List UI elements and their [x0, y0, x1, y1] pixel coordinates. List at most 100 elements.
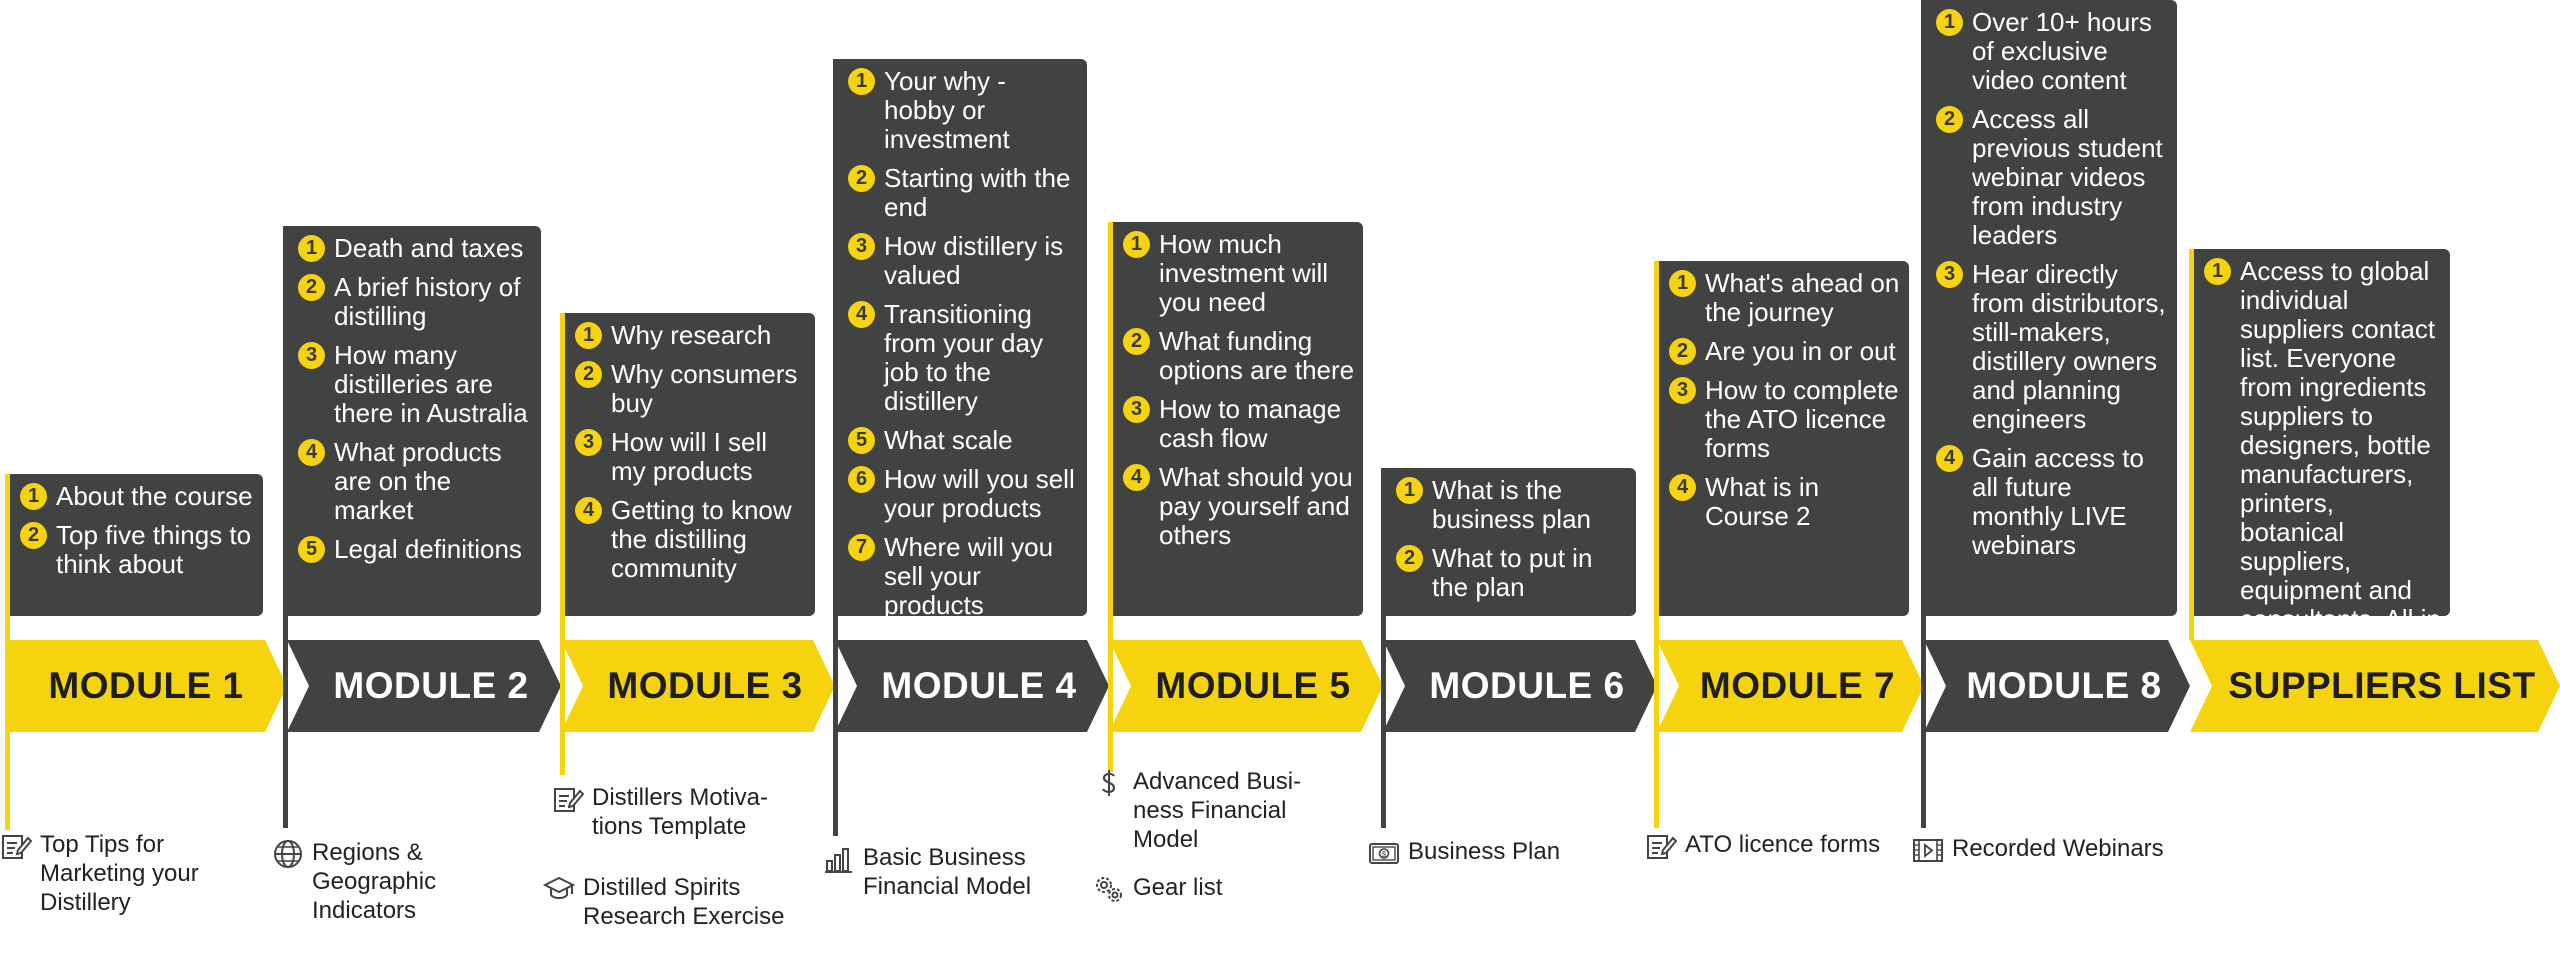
resource-item[interactable]: Recorded Webinars	[1912, 834, 2192, 866]
money-bill-icon: $	[1368, 837, 1400, 869]
gears-icon	[1093, 873, 1125, 905]
topic-text: What to put in the plan	[1432, 543, 1593, 602]
resource-text: Recorded Webinars	[1952, 835, 2164, 862]
topic-number-badge: 1	[1396, 477, 1423, 504]
resource-item[interactable]: Regions & Geographic Indicators	[272, 838, 497, 925]
resource-text: Distilled Spirits Research Exercise	[583, 874, 785, 930]
topic-number-badge: 2	[1123, 328, 1150, 355]
topic-item: 2 What to put in the plan	[1396, 544, 1628, 602]
module-8-banner: MODULE 8	[1924, 640, 2190, 732]
resource-item[interactable]: ATO licence forms	[1645, 830, 1885, 862]
topic-number-badge: 4	[1936, 445, 1963, 472]
topic-text: What funding options are there	[1159, 326, 1355, 385]
svg-text:$: $	[1382, 850, 1387, 859]
topic-number-badge: 2	[1396, 545, 1423, 572]
module-label: MODULE 3	[607, 665, 803, 706]
topic-number-badge: 1	[848, 68, 875, 95]
module-6-connector-line	[1381, 468, 1386, 828]
topic-number-badge: 3	[1669, 377, 1696, 404]
topic-item: 3 How to complete the ATO licence forms	[1669, 376, 1901, 463]
topic-number-badge: 5	[848, 427, 875, 454]
resource-item[interactable]: Distillers Motiva-tions Template	[552, 783, 802, 841]
module-8-connector-line	[1921, 0, 1926, 828]
topic-number-badge: 3	[1123, 396, 1150, 423]
form-icon	[0, 830, 32, 862]
topic-text: Getting to know the distilling community	[611, 495, 792, 583]
topic-number-badge: 2	[1936, 106, 1963, 133]
suppliers-list-connector-line	[2189, 249, 2194, 640]
module-label: MODULE 4	[881, 665, 1077, 706]
resource-item[interactable]: Basic Business Financial Model	[823, 843, 1063, 901]
topic-number-badge: 1	[20, 483, 47, 510]
topic-number-badge: 5	[298, 536, 325, 563]
resource-item[interactable]: $Business Plan	[1368, 837, 1618, 869]
module-5-banner: MODULE 5	[1109, 640, 1383, 732]
topic-number-badge: 6	[848, 466, 875, 493]
module-5-connector-line	[1108, 222, 1113, 772]
topic-text: Access to global individual suppliers co…	[2240, 256, 2441, 692]
resource-item[interactable]: Top Tips for Marketing your Distillery	[0, 830, 250, 917]
topic-number-badge: 4	[298, 439, 325, 466]
topic-text: Legal definitions	[334, 534, 522, 564]
module-label: MODULE 5	[1155, 665, 1351, 706]
resource-text: ATO licence forms	[1685, 831, 1881, 858]
resource-text: Regions & Geographic Indicators	[312, 839, 437, 924]
resource-text: Basic Business Financial Model	[863, 844, 1032, 900]
module-label: MODULE 8	[1966, 665, 2162, 706]
resource-item[interactable]: Advanced Busi-ness Financial Model	[1093, 767, 1343, 854]
module-4-banner: MODULE 4	[835, 640, 1109, 732]
topic-number-badge: 2	[298, 274, 325, 301]
topic-text: What's ahead on the journey	[1705, 268, 1900, 327]
topic-number-badge: 1	[1936, 9, 1963, 36]
topic-text: How to complete the ATO licence forms	[1705, 375, 1899, 463]
topic-text: Starting with the end	[884, 163, 1071, 222]
topic-text: Your why - hobby or investment	[884, 66, 1010, 154]
topic-number-badge: 2	[848, 165, 875, 192]
topic-text: Death and taxes	[334, 233, 524, 263]
topic-item: 5 Legal definitions	[298, 535, 533, 564]
module-2-banner: MODULE 2	[287, 640, 561, 732]
topic-text: What products are on the market	[334, 437, 502, 525]
topic-number-badge: 3	[575, 429, 602, 456]
module-4-topics-card: 1 Your why - hobby or investment 2 Starting…	[838, 59, 1087, 620]
resource-item[interactable]: Distilled Spirits Research Exercise	[543, 873, 813, 931]
topic-text: Gain access to all future monthly LIVE w…	[1972, 443, 2144, 560]
topic-text: What is in Course 2	[1705, 472, 1820, 531]
bar-chart-icon	[823, 843, 855, 875]
suppliers-list-banner: SUPPLIERS LIST	[2190, 640, 2560, 732]
module-label: MODULE 2	[333, 665, 529, 706]
topic-number-badge: 7	[848, 534, 875, 561]
topic-number-badge: 3	[298, 342, 325, 369]
topic-number-badge: 3	[1936, 261, 1963, 288]
resource-text: Gear list	[1133, 874, 1223, 901]
module-label: MODULE 1	[48, 665, 244, 706]
graduation-cap-icon	[543, 873, 575, 905]
topic-text: Why consumers buy	[611, 359, 798, 418]
resource-item[interactable]: Gear list	[1093, 873, 1343, 905]
topic-text: Are you in or out	[1705, 336, 1896, 366]
module-2-connector-line	[283, 226, 288, 828]
topic-number-badge: 3	[848, 233, 875, 260]
module-4-connector-line	[833, 59, 838, 836]
resource-text: Advanced Busi-ness Financial Model	[1133, 768, 1302, 853]
topic-item: 1 Your why - hobby or investment	[848, 67, 1079, 154]
